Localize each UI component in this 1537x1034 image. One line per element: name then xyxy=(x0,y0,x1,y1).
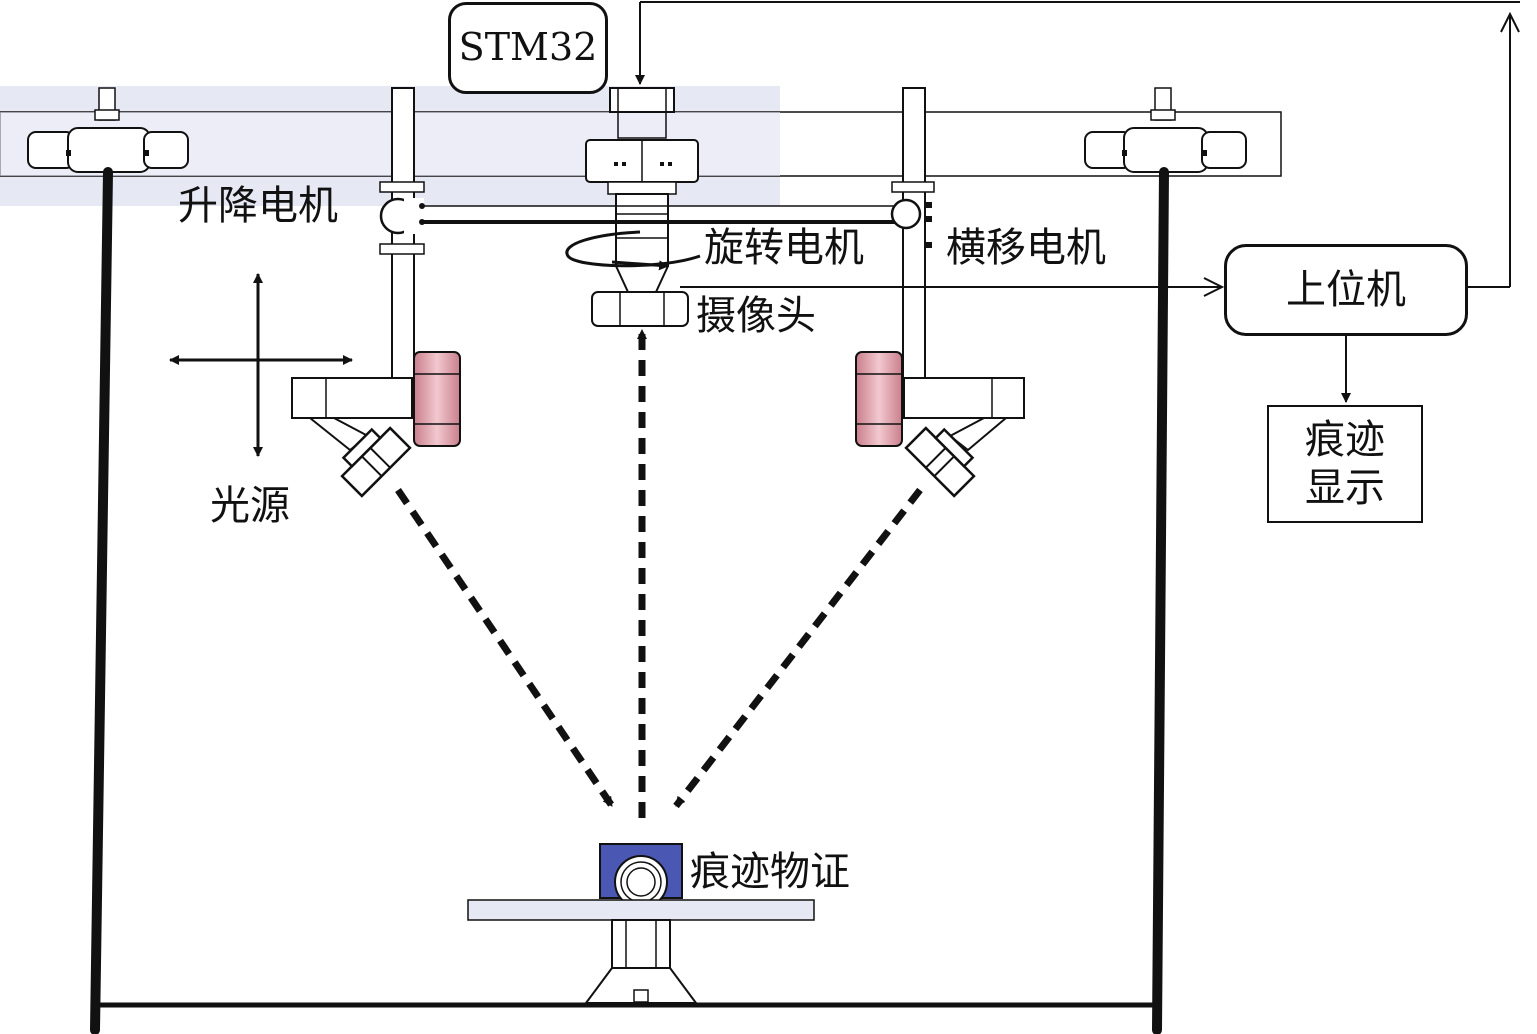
traverse-motor-label: 横移电机 xyxy=(946,225,1106,271)
specimen-stage xyxy=(467,843,815,1004)
right-rod xyxy=(890,87,935,419)
trace-display-line1: 痕迹 xyxy=(1305,417,1385,463)
light-rays xyxy=(395,329,923,818)
left-light-arm xyxy=(291,351,461,498)
light-source-label: 光源 xyxy=(210,483,290,529)
host-computer-box: 上位机 xyxy=(1224,244,1468,336)
trace-display-box: 痕迹 显示 xyxy=(1267,405,1423,523)
rotation-motor-label: 旋转电机 xyxy=(704,225,864,271)
right-light-arm xyxy=(855,351,1025,498)
lift-motor-label: 升降电机 xyxy=(178,183,338,229)
left-beam-clamp xyxy=(27,87,189,173)
right-beam-clamp xyxy=(1084,87,1247,173)
support-frame xyxy=(90,167,1169,1034)
left-rod xyxy=(379,87,425,419)
traverse-rail xyxy=(410,205,902,224)
stm32-controller-box: STM32 xyxy=(448,2,608,94)
trace-display-line2: 显示 xyxy=(1305,465,1385,511)
central-column xyxy=(585,87,699,327)
trace-evidence-label: 痕迹物证 xyxy=(690,849,850,895)
direction-arrows xyxy=(169,273,353,457)
signal-connections xyxy=(635,1,1520,403)
camera-label: 摄像头 xyxy=(696,293,816,339)
host-computer-label: 上位机 xyxy=(1286,267,1406,313)
rotation-arrow xyxy=(565,230,701,271)
stm32-label: STM32 xyxy=(458,25,598,70)
